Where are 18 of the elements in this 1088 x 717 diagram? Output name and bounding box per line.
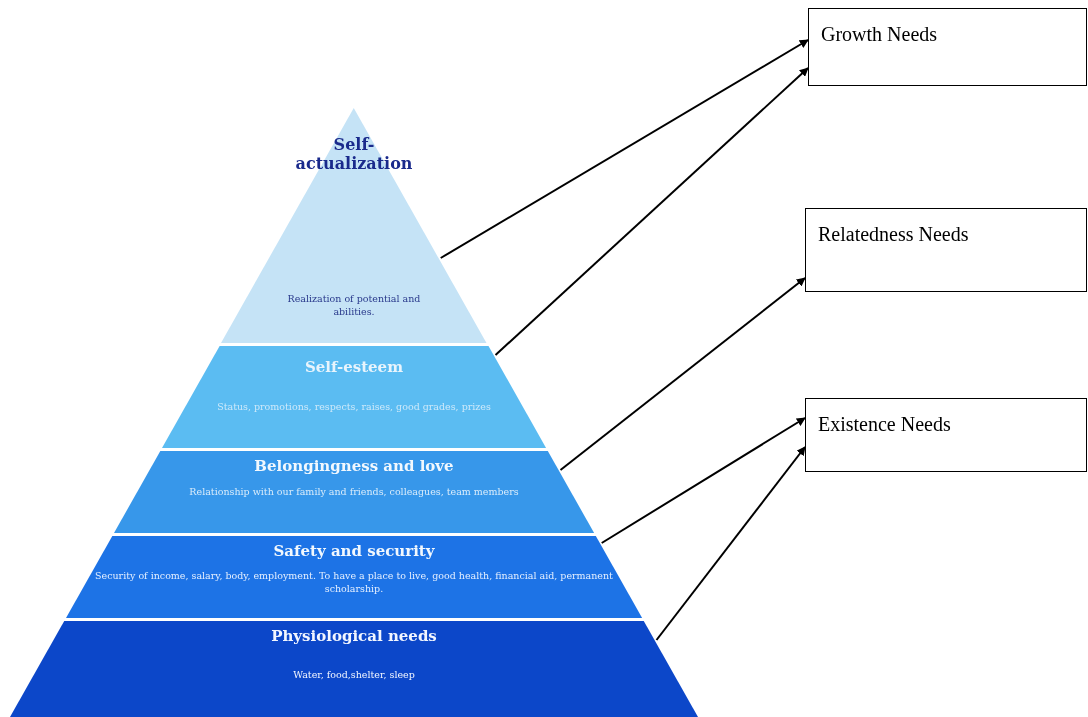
level-title: Physiological needs (271, 627, 437, 645)
level-title: Belongingness and love (254, 457, 454, 475)
arrow (655, 446, 806, 641)
level-description: Status, promotions, respects, raises, good grades, prizes (217, 401, 491, 412)
arrow (600, 417, 806, 544)
level-title: Safety and security (273, 542, 435, 560)
arrow (439, 39, 809, 259)
level-title: Self-actualization (295, 135, 413, 173)
category-box: Existence Needs (805, 398, 1087, 472)
arrow (494, 67, 809, 356)
category-box: Growth Needs (808, 8, 1087, 86)
level-description: Security of income, salary, body, employment. To have a place to live, good health, financial aid, permanent scholarship. (95, 570, 613, 594)
arrow (559, 277, 806, 471)
level-description: Relationship with our family and friends, colleagues, team members (189, 486, 519, 497)
category-box: Relatedness Needs (805, 208, 1087, 292)
level-description: Water, food,shelter, sleep (293, 669, 415, 680)
level-description: Realization of potential and abilities. (287, 293, 421, 317)
level-title: Self-esteem (304, 358, 404, 376)
